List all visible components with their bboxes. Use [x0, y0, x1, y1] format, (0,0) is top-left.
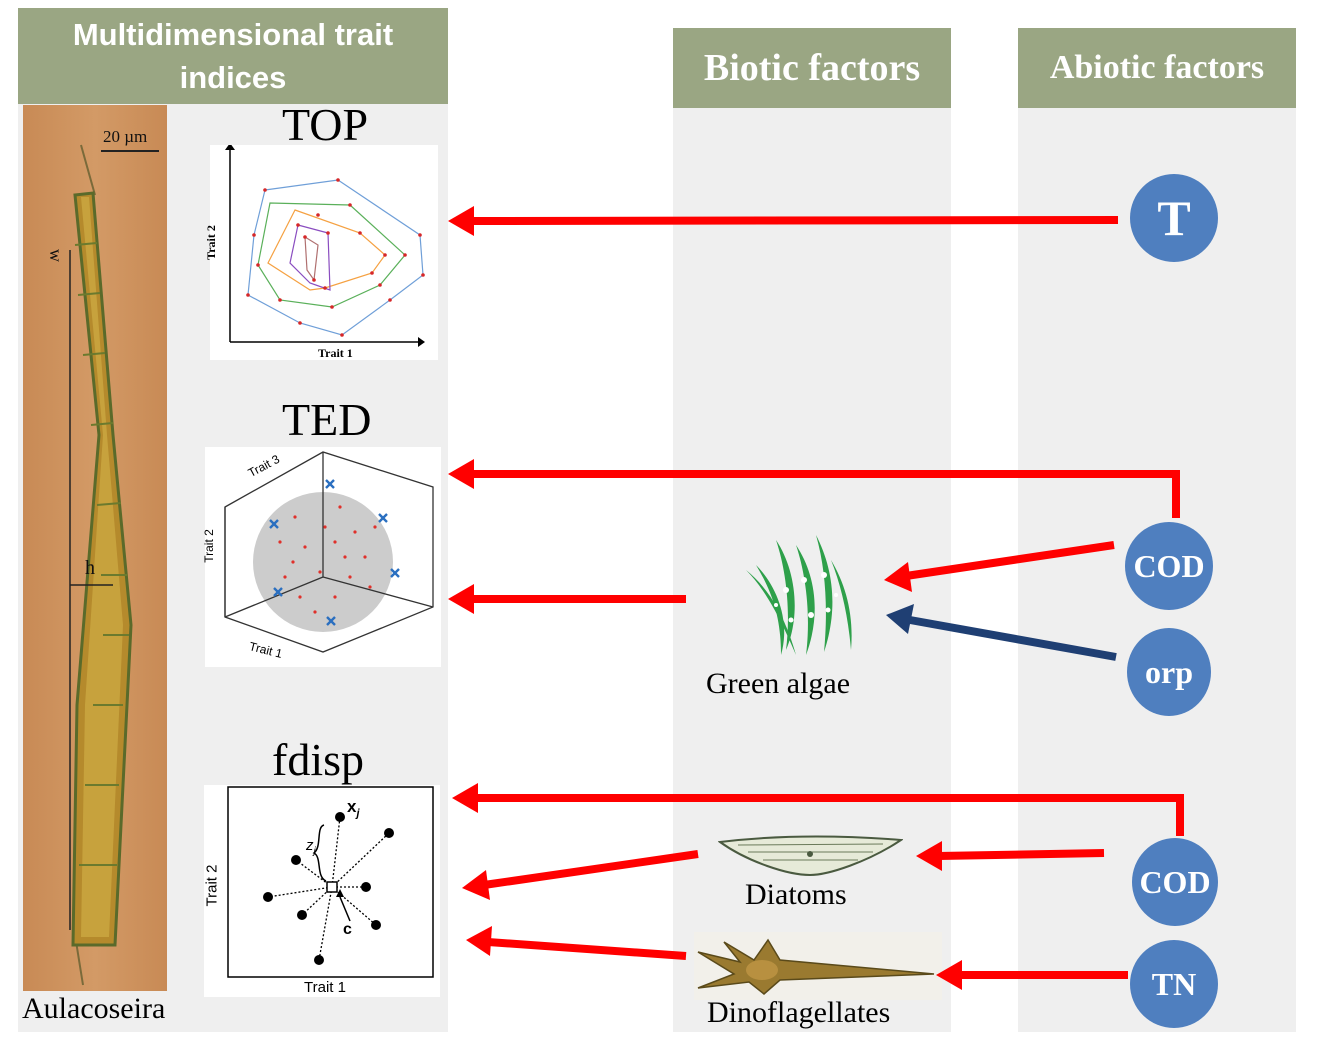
- factor-cod-1: COD: [1125, 522, 1213, 610]
- factor-orp-label: orp: [1145, 653, 1193, 690]
- top-xlabel: Trait 1: [318, 346, 353, 360]
- green-algae-image: [746, 535, 852, 655]
- top-convex-hull-plot: [225, 143, 425, 347]
- dinoflagellate-image: [694, 932, 942, 1000]
- green-algae-label: Green algae: [706, 667, 851, 700]
- aulacoseira-image: 20 µm w h: [23, 105, 167, 991]
- header-indices-label: Multidimensional trait indices: [72, 16, 394, 95]
- ted-panel: Trait 3 Trait 2 Trait 1: [201, 447, 441, 667]
- w-label: w: [46, 249, 66, 262]
- fdisp-xj-label: xj: [347, 797, 360, 819]
- factor-t-label: T: [1157, 190, 1191, 246]
- ted-title: TED: [282, 394, 372, 445]
- scale-bar-label: 20 µm: [103, 127, 148, 146]
- arrowhead-fdisp-1: [452, 783, 478, 813]
- dinoflagellate-drawing: [697, 938, 935, 995]
- fdisp-ylabel: Trait 2: [203, 864, 221, 907]
- factor-cod-2-label: COD: [1139, 863, 1211, 900]
- header-indices: Multidimensional trait indices: [18, 8, 448, 104]
- header-abiotic-label: Abiotic factors: [1049, 49, 1265, 86]
- factor-cod-2: COD: [1132, 838, 1218, 926]
- factor-t: T: [1130, 174, 1218, 262]
- diatoms-label: Diatoms: [745, 878, 847, 911]
- arrowhead-ted-1: [448, 459, 474, 489]
- diatom-image: [718, 835, 903, 877]
- fdisp-zj-main: z: [306, 837, 314, 854]
- arrowhead-fdisp-3: [466, 926, 492, 956]
- arrowhead-top: [448, 206, 474, 236]
- factor-tn-label: TN: [1151, 965, 1197, 1002]
- fdisp-zj-label: zj: [306, 837, 316, 857]
- fdisp-c-label: c: [343, 921, 352, 938]
- ted-trait2-label: Trait 2: [201, 529, 216, 563]
- top-ylabel: Trait 2: [203, 225, 218, 260]
- fdisp-title: fdisp: [272, 734, 364, 785]
- header-biotic: Biotic factors: [673, 28, 951, 108]
- factor-cod-1-label: COD: [1133, 547, 1205, 584]
- factor-tn: TN: [1130, 940, 1218, 1028]
- h-label: h: [85, 557, 95, 579]
- header-abiotic: Abiotic factors: [1018, 28, 1296, 108]
- fdisp-xlabel: Trait 1: [304, 979, 346, 996]
- aulacoseira-label: Aulacoseira: [22, 992, 166, 1025]
- fdisp-zj-sub: j: [313, 846, 316, 857]
- fdisp-xj-main: x: [347, 797, 357, 816]
- fdisp-xj-sub: j: [356, 807, 360, 820]
- dinoflagellates-label: Dinoflagellates: [707, 996, 891, 1029]
- top-panel: Trait 2 Trait 1: [204, 143, 438, 360]
- arrowhead-ted-2: [448, 584, 474, 614]
- arrow-dino-to-fdisp: [487, 938, 687, 960]
- arrow-diatoms-to-fdisp: [483, 850, 699, 889]
- fdisp-dispersion-plot: [227, 786, 434, 978]
- factor-orp: orp: [1127, 628, 1211, 716]
- arrowhead-fdisp-2: [462, 870, 490, 900]
- ted-euclidean-plot: [224, 451, 434, 653]
- top-title: TOP: [282, 99, 369, 150]
- fdisp-panel: xj zj c Trait 2 Trait 1: [203, 785, 440, 997]
- aulacoseira-drawing: [69, 144, 159, 986]
- header-biotic-label: Biotic factors: [703, 47, 921, 89]
